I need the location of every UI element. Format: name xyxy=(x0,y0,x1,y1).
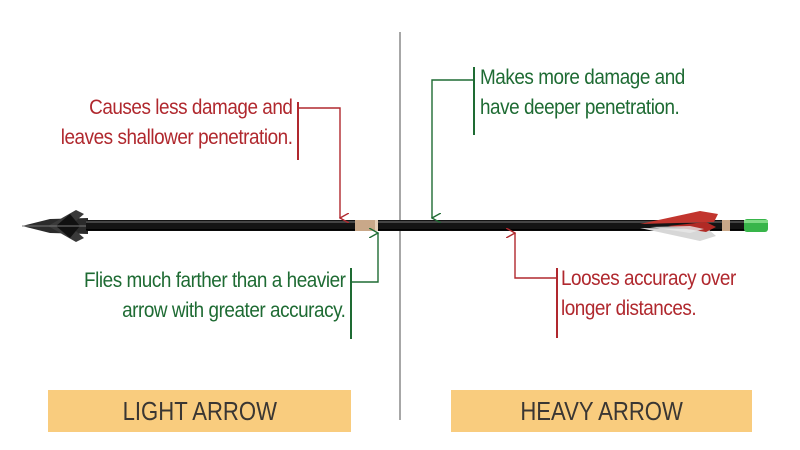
heavy-accuracy-line-1: Looses accuracy over xyxy=(561,267,736,290)
nock-icon xyxy=(744,219,768,232)
light-arrow-band-edge xyxy=(375,220,378,231)
heavy-top-pointer xyxy=(432,79,474,218)
light-arrow-damage-note: Causes less damage and leaves shallower … xyxy=(60,93,292,153)
light-arrow-label: LIGHT ARROW xyxy=(48,390,351,432)
heavy-arrow-band xyxy=(722,220,730,231)
heavy-arrow-accuracy-note: Looses accuracy over longer distances. xyxy=(561,264,736,324)
light-arrow-accuracy-note: Flies much farther than a heavier arrow … xyxy=(83,266,346,326)
fletching-icon xyxy=(640,211,718,241)
heavy-arrow-label-text: HEAVY ARROW xyxy=(520,395,683,426)
light-accuracy-line-2: arrow with greater accuracy. xyxy=(121,299,346,322)
heavy-arrow-label: HEAVY ARROW xyxy=(451,390,752,432)
heavy-damage-line-1: Makes more damage and xyxy=(480,66,685,89)
light-accuracy-line-1: Flies much farther than a heavier xyxy=(83,269,346,292)
broadhead-icon xyxy=(22,210,88,242)
heavy-bottom-pointer xyxy=(515,233,557,279)
arrow-shaft xyxy=(86,220,746,231)
heavy-arrow-damage-note: Makes more damage and have deeper penetr… xyxy=(480,63,685,123)
light-damage-line-2: leaves shallower penetration. xyxy=(60,126,292,149)
light-bottom-pointer xyxy=(351,233,378,283)
light-arrow-band xyxy=(355,220,375,231)
light-top-pointer xyxy=(298,107,340,218)
light-arrow-label-text: LIGHT ARROW xyxy=(122,395,277,426)
light-damage-line-1: Causes less damage and xyxy=(88,96,293,119)
heavy-accuracy-line-2: longer distances. xyxy=(561,297,697,320)
heavy-damage-line-2: have deeper penetration. xyxy=(480,96,680,119)
